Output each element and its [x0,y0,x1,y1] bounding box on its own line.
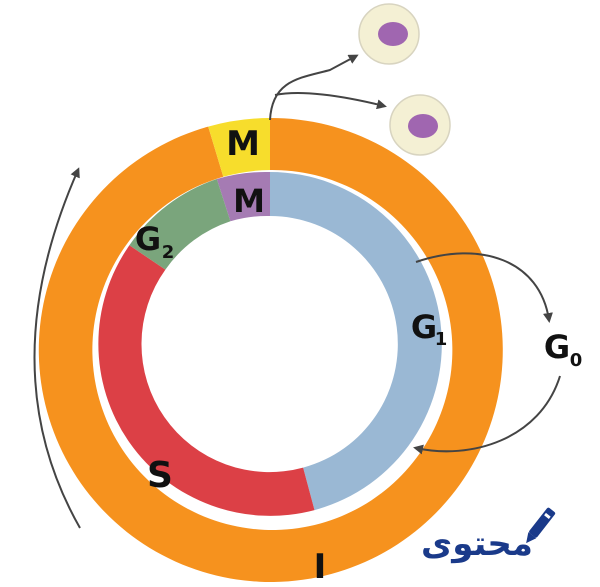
g0-to-g1-arrow [413,375,561,455]
g1-to-g0-arrow [415,252,553,323]
arrows [33,54,561,529]
inner-mitosis-label: M [233,182,265,220]
inner-ring [98,171,442,516]
svg-text:G: G [411,308,437,346]
logo-text: محتوى [421,524,533,564]
cycle-direction-arrow [33,167,81,529]
outer-ring-mitosis-segment [208,118,270,177]
outer-ring [38,117,503,582]
inner-ring-mitosis-segment [216,171,270,222]
division-arrow-bottom [274,92,387,110]
g0-label: G 0 [544,328,582,371]
svg-text:0: 0 [570,350,583,371]
pen-icon [526,507,556,544]
daughter-cell-top [358,3,420,65]
inner-ring-s-segment [98,245,315,516]
s-label: S [147,455,173,496]
daughter-cell-bottom [389,94,451,156]
outer-mitosis-label: M [226,124,260,164]
outer-interphase-label: I [314,547,327,587]
g2-label: G 2 [135,220,174,263]
inner-ring-g1-segment [270,172,442,511]
svg-text:2: 2 [162,242,175,263]
mhtwa-logo: محتوى [421,507,556,564]
svg-text:G: G [544,328,570,366]
svg-text:1: 1 [435,329,448,350]
inner-ring-g2-segment [129,179,231,270]
svg-text:G: G [135,220,161,258]
g1-label: G 1 [411,308,447,350]
division-arrow-top [269,54,359,121]
